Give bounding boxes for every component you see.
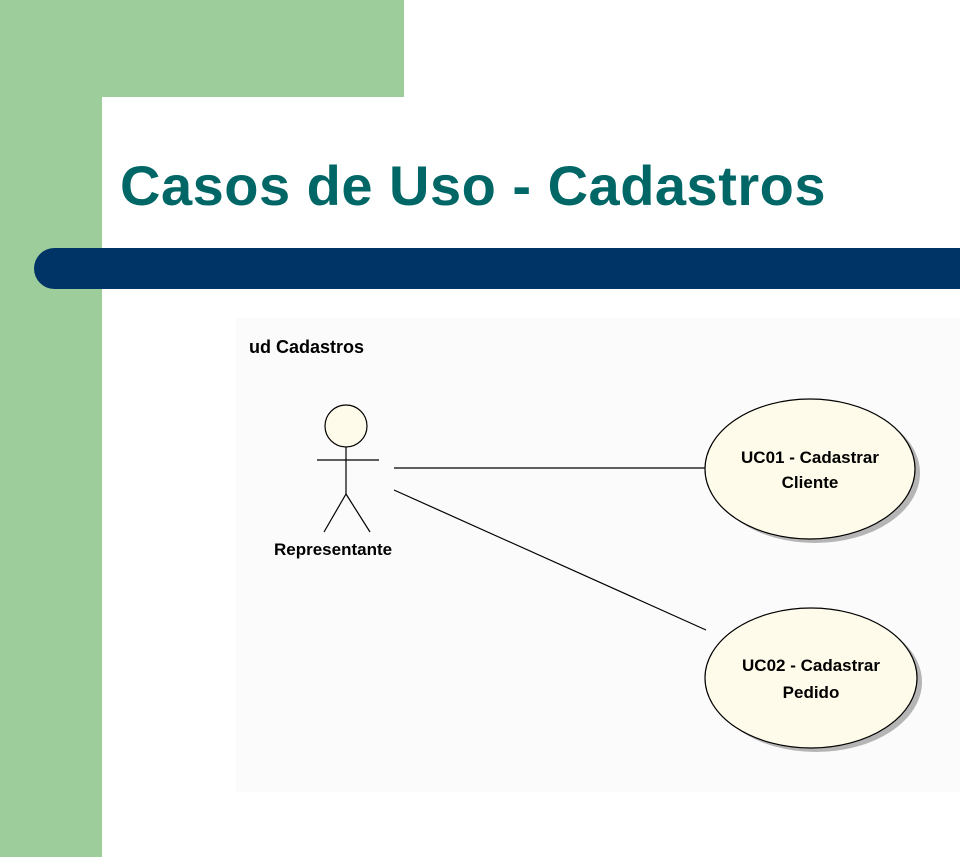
slide-title: Casos de Uso - Cadastros	[120, 154, 826, 217]
use-case-uc01-line1: UC01 - Cadastrar	[741, 448, 879, 467]
use-case-uc02: UC02 - Cadastrar Pedido	[704, 607, 922, 752]
use-case-diagram: ud Cadastros Representante UC01 - Cadast…	[236, 318, 960, 792]
use-case-uc02-ellipse	[704, 607, 918, 749]
green-accent-left	[0, 0, 102, 857]
actor-figure	[317, 404, 379, 533]
association-uc02	[393, 489, 707, 631]
use-case-uc02-line1: UC02 - Cadastrar	[742, 656, 880, 675]
actor-left-leg	[323, 493, 347, 533]
actor-right-leg	[345, 493, 371, 533]
use-case-uc01: UC01 - Cadastrar Cliente	[704, 398, 920, 543]
content-corner	[102, 97, 182, 177]
actor-head	[324, 404, 368, 448]
diagram-frame-label: ud Cadastros	[249, 337, 364, 357]
actor-label: Representante	[274, 540, 392, 559]
use-case-uc01-line2: Cliente	[782, 473, 839, 492]
use-case-uc01-ellipse	[704, 398, 916, 540]
title-underline-band	[34, 248, 960, 289]
use-case-uc02-line2: Pedido	[783, 683, 840, 702]
